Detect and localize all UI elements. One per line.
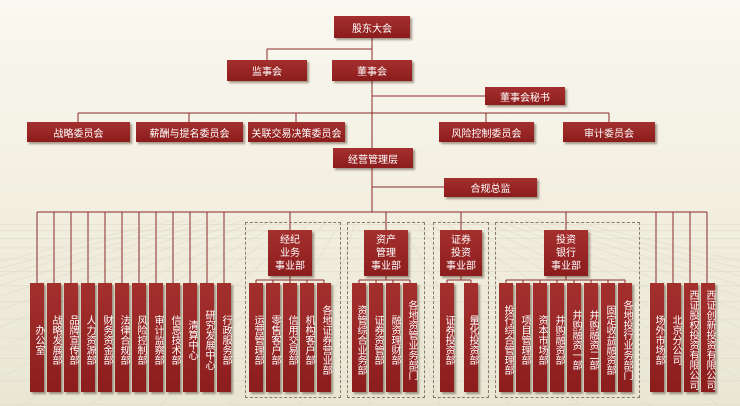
division-securities-investment-box: 证券 投资 事业部	[440, 230, 482, 276]
asset-management-division-group	[347, 222, 425, 398]
unit-ma-financing-2-box: 并购融资二部	[584, 283, 598, 392]
unit-institutional-box: 机构客户部	[300, 283, 314, 392]
unit-capital-market-box: 资本市场部	[533, 283, 547, 392]
compliance-director-box: 合规总监	[444, 178, 537, 197]
committee-compensation-box: 薪酬与提名委员会	[136, 122, 243, 142]
unit-fixed-income-box: 固定收益融资部	[601, 283, 615, 392]
shareholders-meeting-box: 股东大会	[334, 16, 410, 38]
division-brokerage-box: 经纪 业务 事业部	[268, 230, 312, 276]
unit-regional-ib-box: 各地投行业务部门	[618, 283, 632, 392]
board-box: 董事会	[332, 60, 412, 81]
dept-research-box: 研究发展中心	[200, 283, 214, 392]
dept-finance-box: 财务资金部	[98, 283, 112, 392]
dept-hr-box: 人力资源部	[81, 283, 95, 392]
brokerage-division-group	[245, 222, 341, 398]
investment-banking-division-group	[495, 222, 640, 398]
unit-operations-box: 运营管理部	[249, 283, 263, 392]
unit-am-general-box: 资管综合业务部	[352, 283, 366, 392]
unit-retail-box: 零售客户部	[266, 283, 280, 392]
unit-beijing-branch-box: 北京分公司	[667, 283, 681, 392]
unit-branches-box: 各地证券营业部	[317, 283, 331, 392]
division-asset-management-box: 资产 管理 事业部	[364, 230, 408, 276]
dept-risk-box: 风险控制部	[132, 283, 146, 392]
unit-securities-investment-box: 证券投资部	[440, 283, 454, 392]
unit-project-mgmt-box: 项目管理部	[516, 283, 530, 392]
committee-audit-box: 审计委员会	[563, 122, 655, 142]
dept-legal-box: 法律合规部	[115, 283, 129, 392]
unit-quant-investment-box: 量化投资部	[464, 283, 478, 392]
unit-credit-trading-box: 信用交易部	[283, 283, 297, 392]
unit-financing-box: 融资理财部	[386, 283, 400, 392]
dept-strategy-box: 战略发展部	[47, 283, 61, 392]
division-investment-banking-box: 投资 银行 事业部	[544, 230, 588, 276]
supervisors-box: 监事会	[227, 60, 307, 81]
committee-strategy-box: 战略委员会	[27, 122, 130, 142]
unit-equity-investment-box: 西证股权投资有限公司	[684, 283, 698, 392]
board-secretary-box: 董事会秘书	[485, 87, 565, 105]
management-box: 经营管理层	[333, 148, 413, 168]
dept-clearing-box: 清算中心	[183, 283, 197, 392]
committee-related-trade-box: 关联交易决策委员会	[248, 122, 345, 142]
dept-audit-box: 审计监察部	[149, 283, 163, 392]
dept-admin-box: 行政服务部	[217, 283, 231, 392]
dept-it-box: 信息技术部	[166, 283, 180, 392]
unit-regional-am-box: 各地资管业务部门	[403, 283, 417, 392]
committee-risk-box: 风险控制委员会	[439, 122, 534, 142]
unit-securities-am-box: 证券资管部	[369, 283, 383, 392]
unit-innovation-investment-box: 西证创新投资有限公司	[701, 283, 715, 392]
unit-ib-general-box: 投行综合管理部	[499, 283, 513, 392]
dept-brand-box: 品牌宣传部	[64, 283, 78, 392]
unit-ma-financing-1-box: 并购融资一部	[567, 283, 581, 392]
dept-office-box: 办公室	[30, 283, 44, 392]
securities-investment-division-group	[433, 222, 489, 398]
unit-otc-market-box: 场外市场部	[650, 283, 664, 392]
unit-ma-financing-box: 并购融资部	[550, 283, 564, 392]
